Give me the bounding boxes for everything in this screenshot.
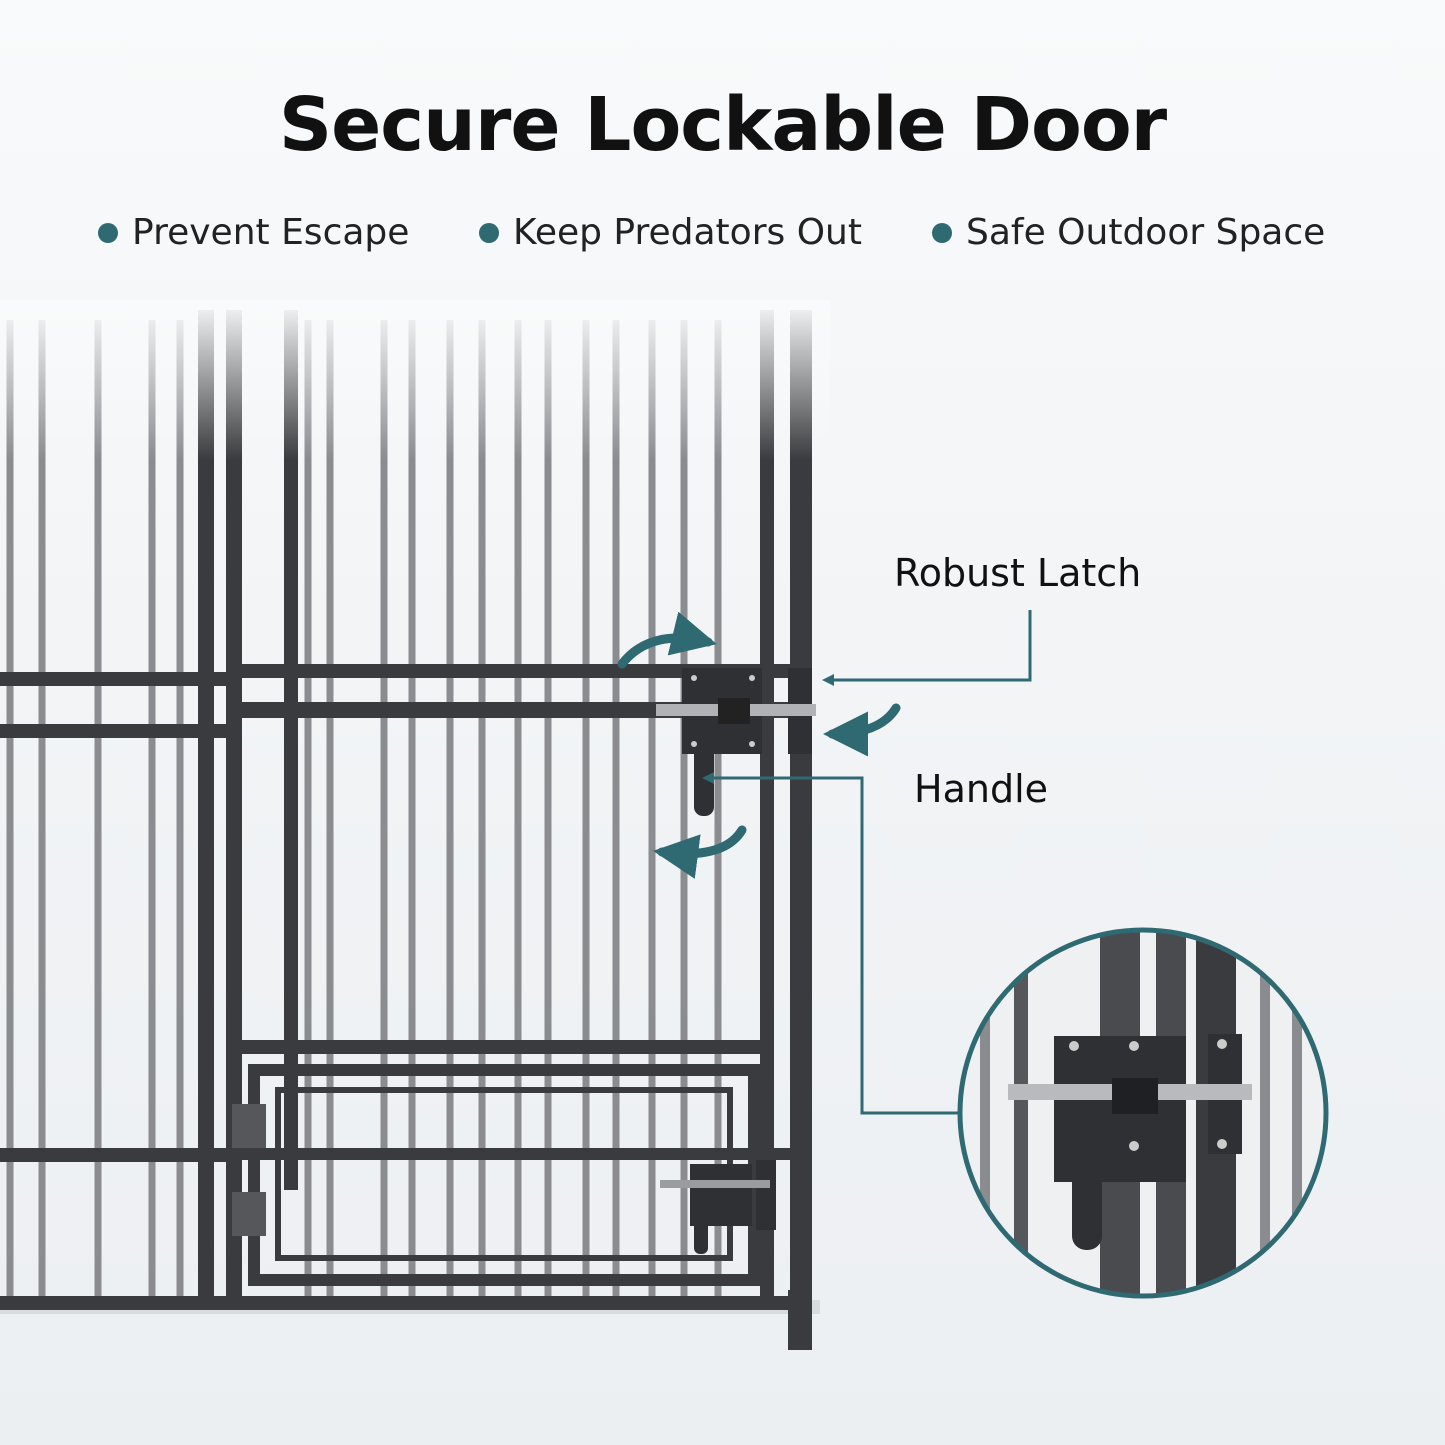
cage-left-rails xyxy=(0,672,230,1162)
cage-left-bars xyxy=(6,320,184,1300)
feature-item: Safe Outdoor Space xyxy=(932,208,1325,258)
page-title: Secure Lockable Door xyxy=(278,82,1167,168)
latch-pointer-icon xyxy=(822,674,834,686)
latch-leader xyxy=(830,610,1032,682)
cage-posts xyxy=(198,310,812,1350)
door-rails xyxy=(0,664,812,1310)
feature-label: Safe Outdoor Space xyxy=(966,212,1326,253)
motion-arrows xyxy=(617,611,901,879)
feature-label: Keep Predators Out xyxy=(513,212,862,253)
handle-leader xyxy=(712,776,958,1115)
main-latch xyxy=(656,668,816,816)
feature-item: Prevent Escape xyxy=(98,208,409,258)
arrow-rotate-icon xyxy=(653,825,747,879)
latch-callout: Robust Latch xyxy=(894,551,1142,595)
zoom-ring xyxy=(957,927,1329,1299)
pet-door-hinges xyxy=(232,1104,266,1236)
arrow-lock-icon xyxy=(823,703,901,757)
zoom-detail xyxy=(957,927,1329,1299)
bullet-dot-icon xyxy=(98,223,118,243)
feature-item: Keep Predators Out xyxy=(479,208,862,258)
bullet-dot-icon xyxy=(932,223,952,243)
handle-pointer-icon xyxy=(702,772,714,784)
arrow-slide-icon xyxy=(617,611,717,669)
handle-callout: Handle xyxy=(914,767,1049,811)
feature-list: Prevent Escape Keep Predators Out Safe O… xyxy=(0,208,1445,258)
bullet-dot-icon xyxy=(479,223,499,243)
feature-label: Prevent Escape xyxy=(132,212,410,253)
top-fade xyxy=(0,300,830,460)
pet-door-latch xyxy=(660,1160,776,1254)
leader-lines xyxy=(712,610,1032,1115)
door-bars xyxy=(304,320,722,1300)
